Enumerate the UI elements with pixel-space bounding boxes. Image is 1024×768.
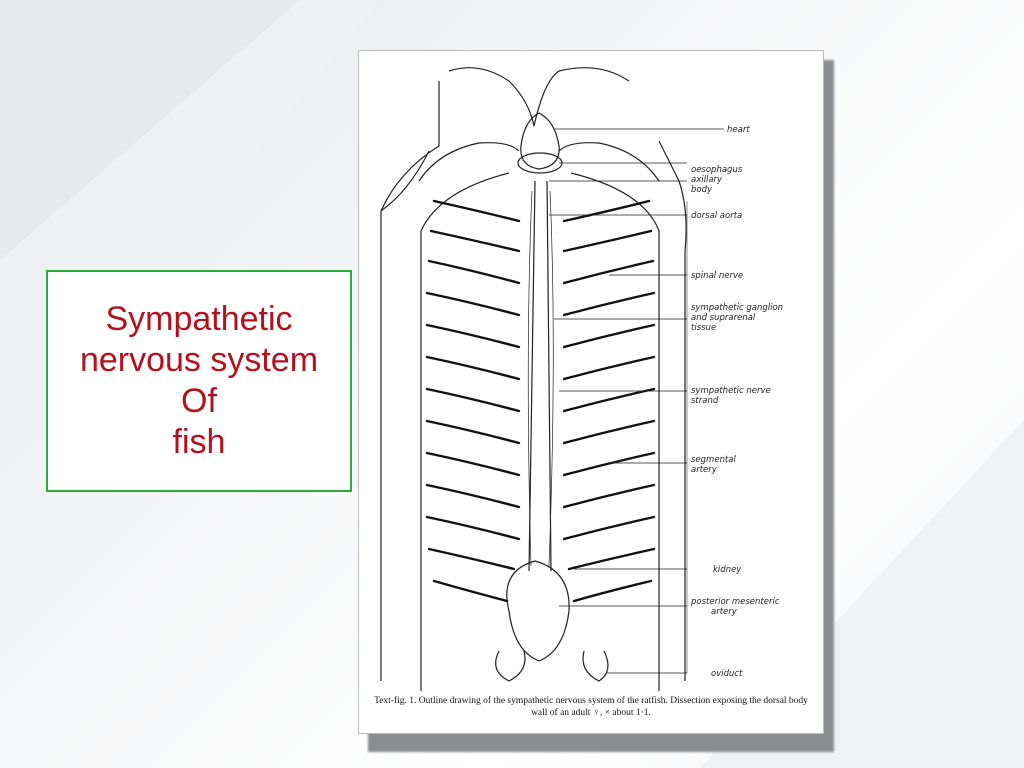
oviduct-right [582, 650, 609, 682]
title-line-4: fish [172, 423, 226, 461]
spinal-column-right [546, 180, 552, 572]
label-axillary-2: body [691, 185, 713, 195]
body-wall-outline-right [658, 140, 687, 681]
label-leaders [549, 128, 724, 674]
label-nerve-strand-1: sympathetic nerve [691, 386, 771, 396]
label-ganglion-1: sympathetic ganglion [691, 303, 783, 313]
label-oesophagus: oesophagus [691, 165, 743, 175]
title-line-1: Sympathetic [105, 300, 293, 338]
label-spinal-nerve: spinal nerve [691, 271, 743, 281]
oesophagus-outline [517, 152, 563, 174]
label-kidney: kidney [713, 565, 742, 575]
slide-title-box: Sympathetic nervous system Of fish [46, 270, 352, 492]
label-segmental-1: segmental [691, 455, 736, 465]
oviduct-left [495, 650, 526, 682]
label-dorsal-aorta: dorsal aorta [691, 211, 742, 221]
label-mesenteric-2: artery [711, 607, 738, 617]
ratfish-diagram-figure: heart oesophagus axillary body dorsal ao… [358, 50, 824, 734]
title-line-3: Of [181, 382, 217, 420]
cavity-right [570, 172, 660, 691]
label-heart: heart [727, 125, 750, 135]
label-ganglion-2: and suprarenal [691, 313, 756, 323]
kidney-outline [506, 560, 570, 662]
label-ganglion-3: tissue [691, 323, 716, 333]
ratfish-diagram: heart oesophagus axillary body dorsal ao… [380, 67, 783, 691]
label-axillary-1: axillary [691, 175, 723, 185]
spinal-column-left [528, 180, 536, 572]
head-outline [448, 67, 630, 127]
label-segmental-2: artery [691, 465, 718, 475]
label-nerve-strand-2: strand [691, 396, 719, 406]
cavity-left [420, 172, 510, 691]
label-mesenteric-1: posterior mesenteric [690, 597, 780, 607]
title-line-2: nervous system [79, 341, 319, 379]
figure-caption: Text-fig. 1. Outline drawing of the symp… [374, 696, 808, 718]
rib-lines [425, 199, 656, 603]
heart-outline [520, 112, 560, 170]
body-wall-outline [380, 81, 440, 681]
label-oviduct: oviduct [711, 669, 743, 679]
